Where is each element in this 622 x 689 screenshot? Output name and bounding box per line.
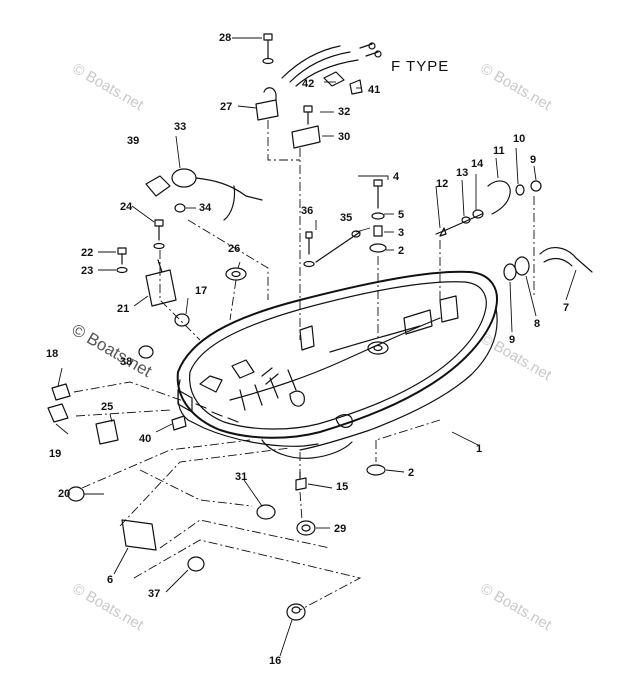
callout-23: 22	[81, 247, 94, 259]
callout-35: 34	[199, 202, 212, 214]
lever-12-set	[435, 180, 542, 237]
callout-12: 11	[493, 145, 505, 157]
grommet-27	[225, 267, 247, 281]
bottom-cowl-part	[176, 270, 498, 459]
callout-32: 31	[235, 471, 248, 483]
handle-7-set	[503, 247, 593, 281]
grommet-30	[296, 520, 316, 536]
bracket-28	[255, 87, 279, 121]
callout-20: 19	[49, 448, 62, 460]
callout-21: 20	[58, 488, 71, 500]
grommet-2-lower	[366, 464, 386, 476]
callout-18: 17	[195, 285, 208, 297]
callout-4: 4	[393, 171, 400, 183]
screw-25	[153, 219, 165, 250]
callout-17: 16	[269, 655, 282, 667]
callout-13: 12	[436, 178, 449, 190]
diagram-title: F TYPE	[391, 58, 450, 75]
block-41	[171, 415, 187, 431]
callout-10: 9	[530, 154, 537, 166]
callout-36: 35	[340, 212, 353, 224]
callout-8: 8	[534, 318, 541, 330]
callout-27: 26	[228, 243, 241, 255]
clip-43-42	[323, 71, 363, 95]
callout-29: 28	[219, 32, 232, 44]
screw-23-24	[116, 247, 128, 274]
callout-14: 13	[456, 167, 469, 179]
screw-29	[262, 33, 274, 65]
bushing-39	[138, 345, 154, 359]
callout-7: 7	[563, 302, 570, 314]
callout-22: 21	[117, 303, 130, 315]
plug-21	[67, 486, 85, 502]
callout-41: 40	[139, 433, 152, 445]
callout-3: 3	[398, 227, 405, 239]
screw-16	[295, 471, 307, 491]
screw-33	[303, 105, 313, 125]
callout-43: 42	[302, 78, 315, 90]
callout-1: 1	[476, 443, 483, 455]
callout-33: 32	[338, 106, 351, 118]
plate-26	[95, 419, 119, 445]
callout-25: 24	[120, 201, 133, 213]
callout-38: 37	[148, 588, 161, 600]
bracket-22	[145, 259, 177, 307]
callout-15: 14	[471, 158, 484, 170]
plug-32	[256, 504, 276, 520]
callout-19: 18	[46, 348, 59, 360]
leader-lines	[55, 37, 577, 657]
callout-40: 39	[127, 135, 140, 147]
callout-2-upper: 2	[398, 245, 405, 257]
decal-6	[121, 519, 157, 551]
callout-39: 38	[120, 356, 133, 368]
plug-17	[286, 603, 306, 621]
callout-42: 41	[368, 84, 381, 96]
callout-24: 23	[81, 265, 94, 277]
callout-9: 9	[509, 334, 516, 346]
callout-26: 25	[101, 401, 114, 413]
screw-4-set	[369, 179, 387, 253]
callout-28: 27	[220, 101, 233, 113]
callout-11: 10	[513, 133, 526, 145]
callout-5: 5	[398, 209, 405, 221]
callout-37: 36	[301, 205, 314, 217]
callout-2-lower: 2	[408, 467, 415, 479]
switch-40-34	[145, 168, 263, 221]
assembly-lines	[73, 120, 535, 611]
callout-16: 15	[336, 481, 349, 493]
callout-34: 33	[174, 121, 187, 133]
rod-36-37	[303, 230, 361, 268]
callout-31: 30	[338, 131, 351, 143]
callout-6: 6	[107, 574, 114, 586]
wire-harness	[281, 42, 382, 87]
plug-38	[187, 556, 205, 572]
clip-19-20	[47, 383, 71, 423]
bushing-18	[174, 313, 190, 327]
plate-31	[291, 125, 321, 149]
callout-30: 29	[334, 523, 347, 535]
